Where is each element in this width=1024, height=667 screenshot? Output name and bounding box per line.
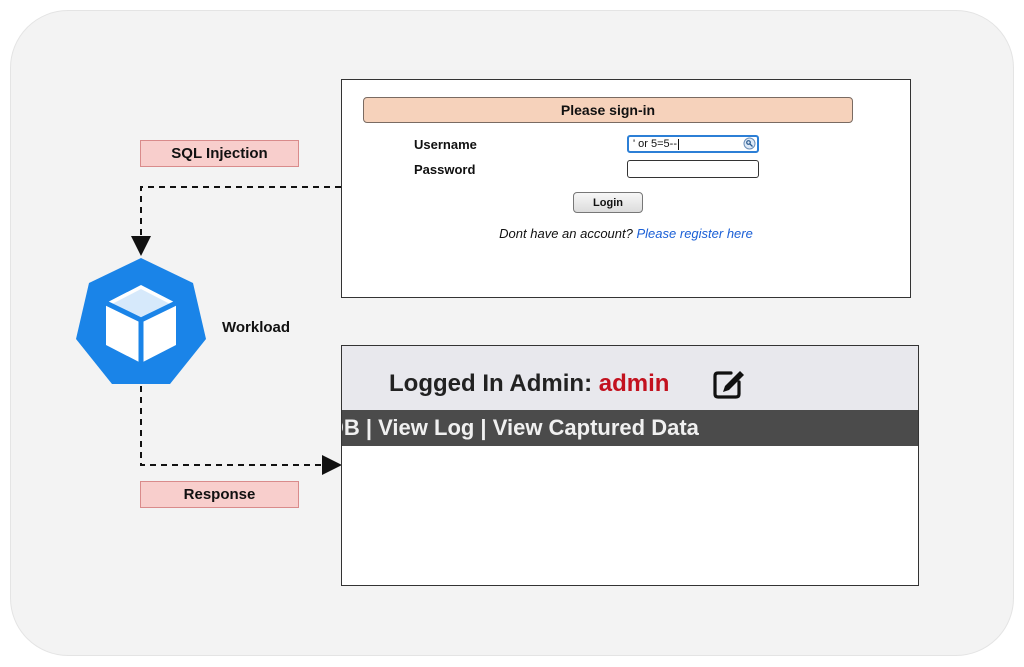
admin-title-prefix: Logged In Admin:	[389, 370, 599, 397]
sql-injection-label: SQL Injection	[140, 140, 299, 167]
admin-title: Logged In Admin: admin	[389, 370, 669, 398]
admin-header: Logged In Admin: admin	[342, 346, 918, 410]
response-label: Response	[140, 481, 299, 508]
register-line: Dont have an account? Please register he…	[342, 226, 910, 241]
admin-nav-links[interactable]: DB | View Log | View Captured Data	[342, 415, 699, 440]
password-label: Password	[414, 162, 476, 177]
admin-panel: Logged In Admin: admin DB | View Log | V…	[341, 345, 919, 586]
workload-label: Workload	[222, 319, 291, 336]
request-connector	[131, 186, 341, 256]
username-input[interactable]: ' or 5=5--	[627, 135, 759, 153]
login-panel: Please sign-in Username Password ' or 5=…	[341, 79, 911, 298]
username-label: Username	[414, 137, 477, 152]
password-input[interactable]	[627, 160, 759, 178]
register-prompt: Dont have an account?	[499, 226, 633, 241]
kubernetes-cube-icon	[73, 256, 209, 393]
admin-user-name: admin	[598, 370, 670, 397]
response-connector	[140, 386, 342, 475]
login-button[interactable]: Login	[573, 192, 643, 213]
edit-icon[interactable]	[712, 368, 746, 405]
register-link[interactable]: Please register here	[636, 226, 753, 241]
admin-nav-bar: DB | View Log | View Captured Data	[342, 410, 918, 446]
signin-header: Please sign-in	[363, 97, 853, 123]
text-caret	[677, 138, 679, 150]
key-icon[interactable]	[743, 137, 756, 153]
username-value: ' or 5=5--	[633, 138, 677, 150]
